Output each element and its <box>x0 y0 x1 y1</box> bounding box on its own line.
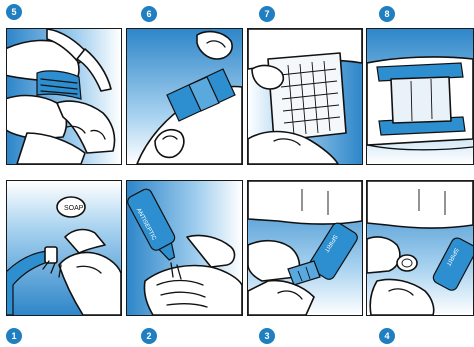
wrap-bandage-around-finger-icon <box>7 29 121 164</box>
apply-antiseptic-to-hand-icon: ANTISEPTIC <box>127 181 242 315</box>
step-3-panel: SPIRIT <box>247 180 363 316</box>
step-badge: 1 <box>6 328 22 344</box>
apply-strip-plaster-icon <box>127 29 242 164</box>
step-badge: 2 <box>141 328 157 344</box>
step-4-panel: SPIRIT <box>366 180 474 316</box>
step-1-panel: SOAP <box>6 180 122 316</box>
place-gauze-pad-icon <box>248 29 362 164</box>
step-6-panel <box>126 28 243 165</box>
dab-wound-with-gauze-icon: SPIRIT <box>367 181 473 315</box>
step-5-panel <box>6 28 122 165</box>
remove-splinter-with-tweezers-icon: SPIRIT <box>248 181 362 315</box>
step-badge: 5 <box>6 4 22 20</box>
wound-rinse-under-tap-icon: SOAP <box>7 181 121 315</box>
step-badge: 6 <box>141 6 157 22</box>
step-badge: 8 <box>379 6 395 22</box>
step-8-panel <box>366 28 474 165</box>
step-badge: 4 <box>379 328 395 344</box>
step-2-panel: ANTISEPTIC <box>126 180 243 316</box>
step-badge: 7 <box>259 6 275 22</box>
tape-dressing-on-arm-icon <box>367 29 473 164</box>
step-7-panel <box>247 28 363 165</box>
step-badge: 3 <box>259 328 275 344</box>
soap-label-icon: SOAP <box>64 205 84 212</box>
